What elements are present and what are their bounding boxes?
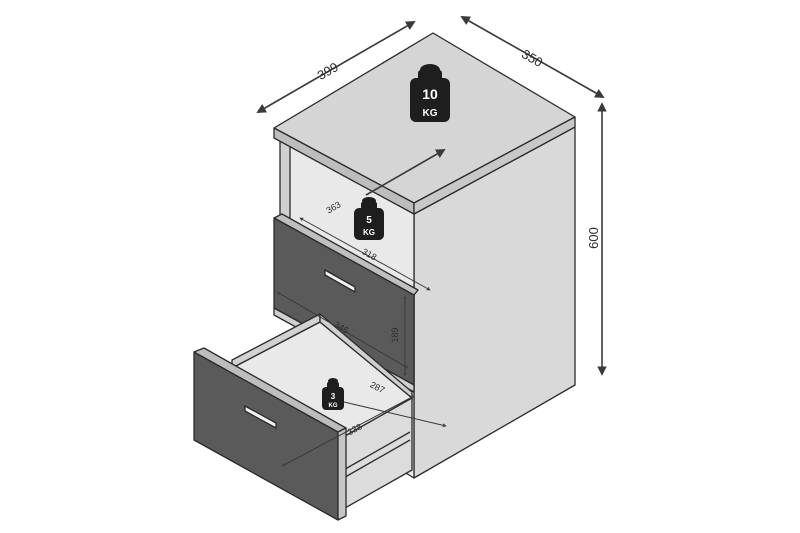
dimension-arrows	[256, 16, 607, 467]
weight-large-value: 10	[422, 86, 438, 102]
weight-icon-large: 10 KG	[410, 64, 450, 122]
width-label: 399	[315, 59, 341, 83]
depth-arrow	[460, 16, 605, 98]
inner-width-arrow	[281, 395, 415, 467]
shelf-width-arrow	[299, 217, 431, 291]
weight-small-unit: KG	[329, 403, 338, 409]
cabinet-left-post	[279, 137, 291, 226]
drawer-depth-arrow	[276, 291, 409, 369]
drawer-height-label: 189	[390, 327, 400, 342]
weight-medium-unit: KG	[363, 228, 375, 237]
weight-large-unit: KG	[423, 108, 438, 119]
weight-icon-medium: 5 KG	[354, 197, 384, 240]
depth-label: 350	[519, 46, 545, 70]
shelf-depth-arrow	[365, 149, 446, 196]
cabinet-top-side-edge	[413, 116, 576, 215]
open-drawer-front-side-edge	[337, 427, 347, 521]
width-arrow	[256, 21, 416, 113]
weight-medium-value: 5	[366, 215, 372, 226]
weight-icon-small: 3 KG	[322, 378, 344, 410]
open-drawer-handle	[244, 405, 277, 429]
height-label: 600	[586, 227, 601, 249]
weight-small-value: 3	[331, 392, 336, 401]
